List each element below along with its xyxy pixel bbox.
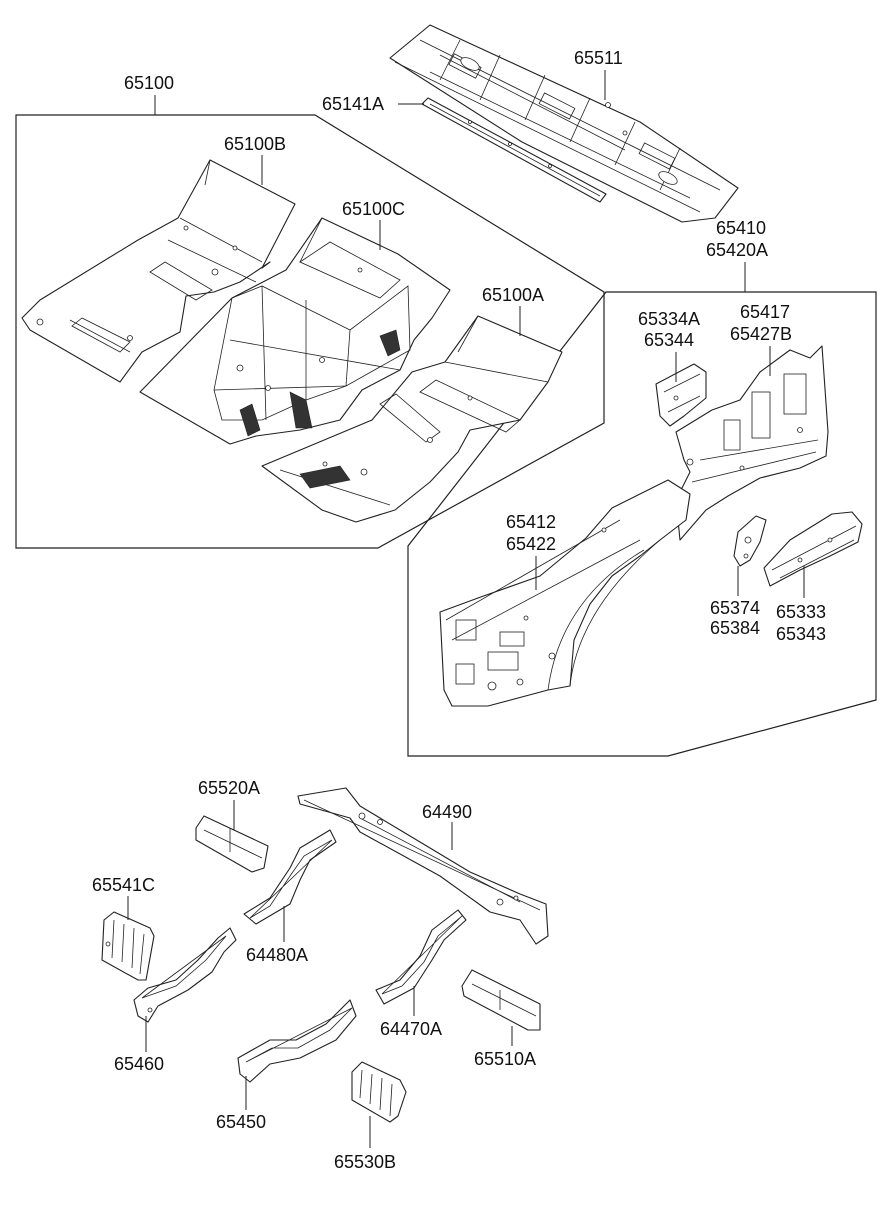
rear-extension-65333 <box>763 511 863 587</box>
label-65450[interactable]: 65450 <box>216 1112 266 1132</box>
plate-65530B <box>351 1061 407 1123</box>
label-65100B[interactable]: 65100B <box>224 134 286 154</box>
label-65510A[interactable]: 65510A <box>474 1049 536 1069</box>
bracket-65520A <box>195 815 269 873</box>
bracket-65510A <box>461 969 541 1031</box>
side-rail-64470A <box>375 909 467 1005</box>
label-65420A[interactable]: 65420A <box>706 240 768 260</box>
center-floor-tunnel-65100C <box>139 217 451 445</box>
label-64490[interactable]: 64490 <box>422 802 472 822</box>
plate-65541C <box>101 911 155 981</box>
label-65520A[interactable]: 65520A <box>198 778 260 798</box>
label-65100C[interactable]: 65100C <box>342 199 405 219</box>
label-64480A[interactable]: 64480A <box>246 945 308 965</box>
label-65344[interactable]: 65344 <box>644 330 694 350</box>
label-64470A[interactable]: 64470A <box>380 1019 442 1039</box>
label-65410[interactable]: 65410 <box>716 218 766 238</box>
side-rail-64480A <box>243 829 337 925</box>
label-65511[interactable]: 65511 <box>574 48 623 68</box>
front-floor-right-65100A <box>261 315 563 523</box>
rear-side-panel-65417 <box>675 345 829 541</box>
rear-rail-65460 <box>133 927 237 1023</box>
front-floor-left-65100B <box>21 159 296 383</box>
label-65374[interactable]: 65374 <box>710 598 760 618</box>
rear-side-member-65412 <box>439 479 691 707</box>
label-65460[interactable]: 65460 <box>114 1054 164 1074</box>
label-65417[interactable]: 65417 <box>740 302 790 322</box>
label-65343[interactable]: 65343 <box>776 624 826 644</box>
group-box-65410 <box>407 291 877 757</box>
bracket-65334A <box>655 363 707 427</box>
rear-floor-panel-65511 <box>389 24 739 223</box>
label-65384[interactable]: 65384 <box>710 618 760 638</box>
label-65334A[interactable]: 65334A <box>638 309 700 329</box>
label-65100A[interactable]: 65100A <box>482 285 544 305</box>
label-65141A[interactable]: 65141A <box>322 94 384 114</box>
label-65422[interactable]: 65422 <box>506 534 556 554</box>
label-65530B[interactable]: 65530B <box>334 1152 396 1172</box>
label-65100[interactable]: 65100 <box>124 73 174 93</box>
cross-rail-64490 <box>297 787 549 945</box>
label-65333[interactable]: 65333 <box>776 602 826 622</box>
label-65427B[interactable]: 65427B <box>730 324 792 344</box>
label-65541C[interactable]: 65541C <box>92 875 155 895</box>
part-labels: 65511 65141A 65100 65100B 65100C 65100A … <box>92 48 826 1172</box>
label-65412[interactable]: 65412 <box>506 512 556 532</box>
cross-member-65141A <box>421 97 607 203</box>
leader-lines <box>127 70 805 1148</box>
group-box-65100 <box>15 114 605 549</box>
floor-rail-65450 <box>237 999 357 1083</box>
gusset-plate-65374 <box>733 515 767 567</box>
